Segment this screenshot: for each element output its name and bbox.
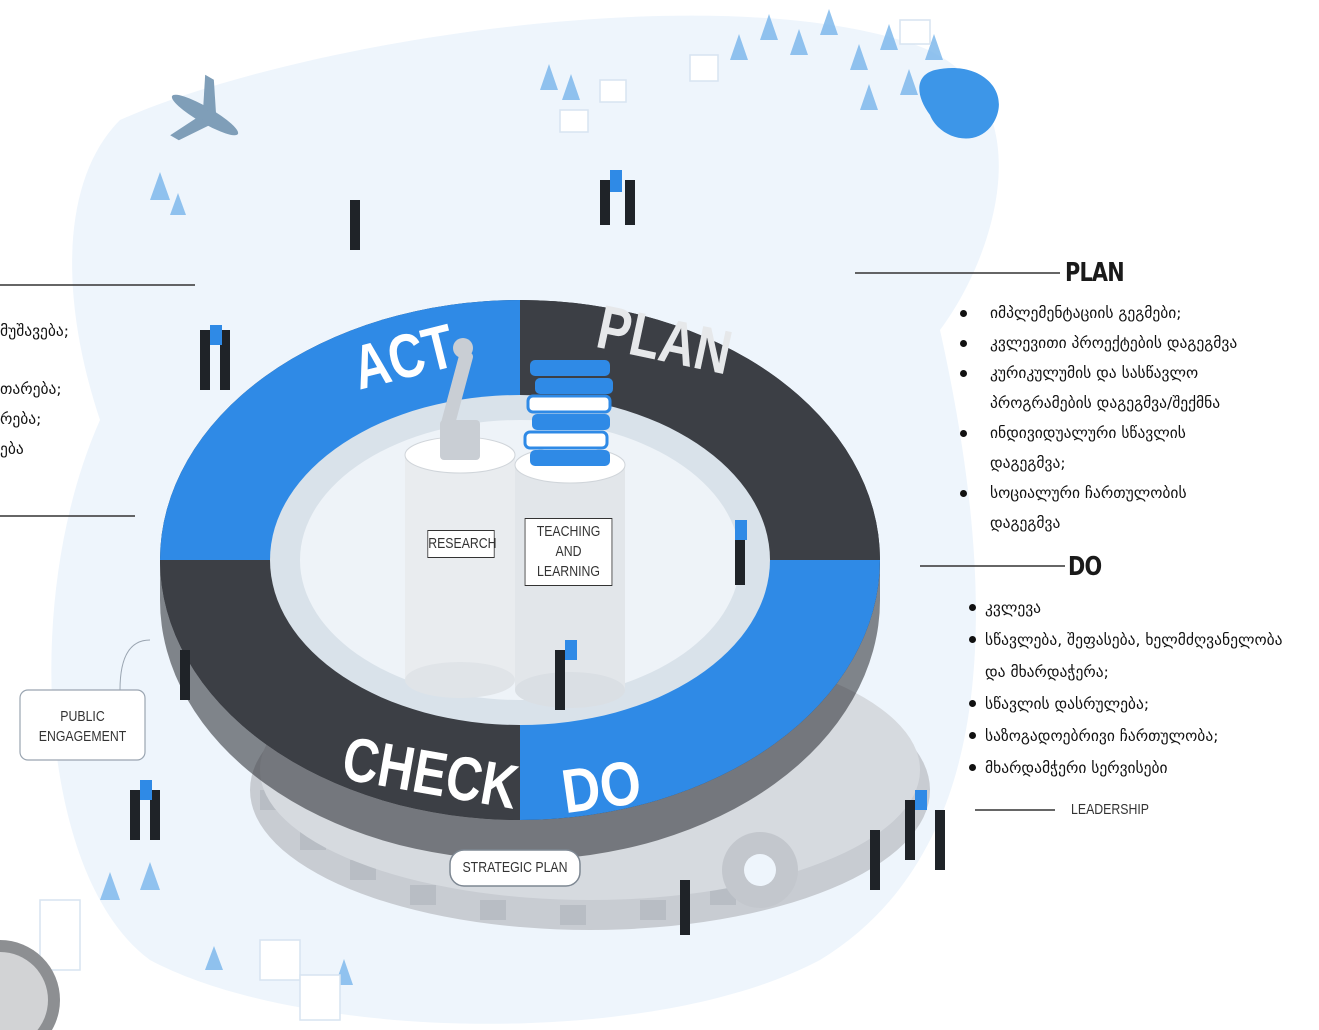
research-label: RESEARCH bbox=[427, 530, 497, 558]
leadership-gear bbox=[722, 832, 798, 908]
plan-item: იმპლემენტაციის გეგმები; bbox=[960, 298, 1310, 328]
strategic-plan-frame bbox=[449, 849, 581, 887]
plan-item: სოციალური ჩართულობის დაგეგმვა bbox=[960, 478, 1310, 538]
pointer-lines bbox=[0, 272, 1065, 811]
airplane-icon bbox=[170, 74, 239, 141]
do-item: საზოგადოებრივი ჩართულობა; bbox=[969, 720, 1315, 752]
plan-item: კვლევითი პროექტების დაგეგმვა bbox=[960, 328, 1310, 358]
people-blue-decoration bbox=[140, 170, 927, 810]
books-icon bbox=[523, 360, 613, 466]
quadrant-check bbox=[160, 560, 520, 820]
do-item: სწავლის დასრულება; bbox=[969, 688, 1315, 720]
buildings-decoration bbox=[39, 19, 931, 1021]
do-heading: DO bbox=[1068, 552, 1102, 582]
lake bbox=[919, 68, 999, 139]
left-cut-item: თარება; bbox=[0, 380, 62, 398]
left-cut-item: მუშავება; bbox=[0, 322, 70, 340]
quadrant-do bbox=[520, 560, 880, 820]
do-item: კვლევა bbox=[969, 592, 1315, 624]
cycle-do: DO bbox=[557, 747, 646, 828]
left-cut-item: რება; bbox=[0, 410, 42, 428]
plan-item: კურიკულუმის და სასწავლო პროგრამების დაგე… bbox=[960, 358, 1310, 418]
people-decoration bbox=[130, 180, 945, 935]
do-item: სწავლება, შეფასება, ხელმძღვანელობა და მხ… bbox=[969, 624, 1315, 688]
plan-list: იმპლემენტაციის გეგმები; კვლევითი პროექტე… bbox=[960, 298, 1310, 538]
public-engagement-frame bbox=[19, 689, 146, 761]
trees-decoration bbox=[100, 9, 943, 985]
plan-item: ინდივიდუალური სწავლის დაგეგმვა; bbox=[960, 418, 1310, 478]
leadership-label: LEADERSHIP bbox=[1071, 801, 1149, 818]
avatar-partial bbox=[0, 940, 60, 1030]
teaching-label: TEACHING AND LEARNING bbox=[524, 518, 613, 586]
do-item: მხარდამჭერი სერვისები bbox=[969, 752, 1315, 784]
do-list: კვლევა სწავლება, შეფასება, ხელმძღვანელობ… bbox=[969, 592, 1315, 784]
plan-heading: PLAN bbox=[1065, 258, 1125, 288]
microscope-icon bbox=[440, 338, 480, 460]
left-cut-item: ება bbox=[0, 440, 24, 458]
quadrant-act bbox=[160, 300, 520, 560]
strategic-plan-label: STRATEGIC PLAN bbox=[462, 859, 568, 876]
public-engagement-label: PUBLIC ENGAGEMENT bbox=[38, 708, 127, 745]
